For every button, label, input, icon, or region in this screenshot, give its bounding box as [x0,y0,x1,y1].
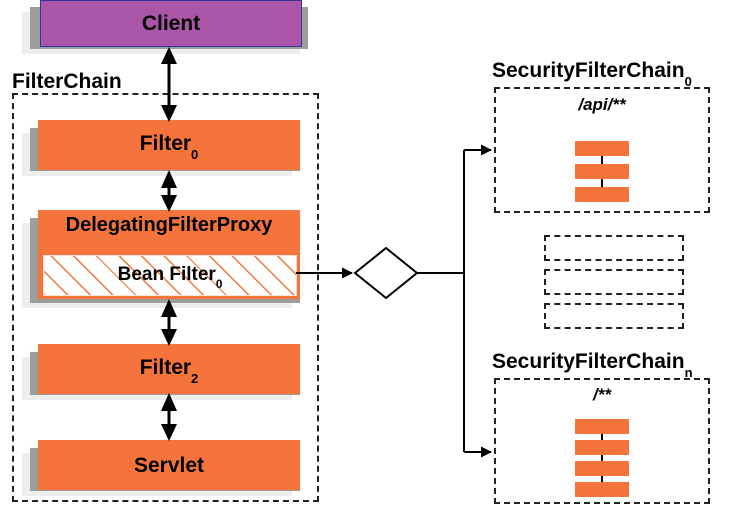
securityfilterchain-0-filter-0[interactable] [575,141,629,156]
node-delegating-filter-proxy-label: DelegatingFilterProxy [65,214,273,236]
node-client[interactable]: Client [40,0,302,47]
securityfilterchain-n-path: /** [593,385,611,404]
securityfilterchain-n-label-subscript: n [684,365,693,381]
node-filter-2[interactable]: Filter2 [38,344,300,394]
filterchain-group-label: FilterChain [12,71,122,92]
filterchain-group-label-text: FilterChain [12,70,122,93]
placeholder-slot-2 [544,303,684,329]
securityfilterchain-n-filter-2[interactable] [575,461,629,476]
node-filter-2-label: Filter2 [139,355,199,386]
node-bean-filter[interactable]: Bean Filter0 [43,255,297,296]
securityfilterchain-n-filter-0[interactable] [575,419,629,434]
node-delegating-filter-proxy[interactable]: DelegatingFilterProxy Bean Filter0 [38,210,300,299]
securityfilterchain-0-label-subscript: 0 [684,74,692,90]
securityfilterchain-0-label-text: SecurityFilterChain [492,59,685,82]
placeholder-slot-1 [544,269,684,295]
securityfilterchain-0-path: /api/** [578,95,626,114]
securityfilterchain-0-link-0 [601,155,603,171]
node-bean-filter-label: Bean Filter0 [117,263,223,291]
securityfilterchain-0-link-1 [601,178,603,194]
securityfilterchain-0-filter-1[interactable] [575,164,629,179]
securityfilterchain-n-container [494,378,710,504]
securityfilterchain-n-filter-1[interactable] [575,440,629,455]
placeholder-slot-0 [544,235,684,261]
securityfilterchain-n-label: SecurityFilterChainn [492,350,693,379]
node-filter-0[interactable]: Filter0 [38,120,300,170]
securityfilterchain-0-filter-2[interactable] [575,187,629,202]
arrow-decision-branch-trunk [417,150,465,452]
securityfilterchain-0-container [494,87,710,213]
node-client-label: Client [141,12,201,35]
node-servlet-label: Servlet [133,453,205,477]
decision-diamond-label: ? [379,261,391,283]
securityfilterchain-n-label-text: SecurityFilterChain [492,350,685,373]
securityfilterchain-0-label: SecurityFilterChain0 [492,59,692,88]
securityfilterchain-n-filter-3[interactable] [575,482,629,497]
node-servlet[interactable]: Servlet [38,440,300,490]
node-filter-0-label: Filter0 [139,131,199,162]
filterchain-container [12,93,319,502]
